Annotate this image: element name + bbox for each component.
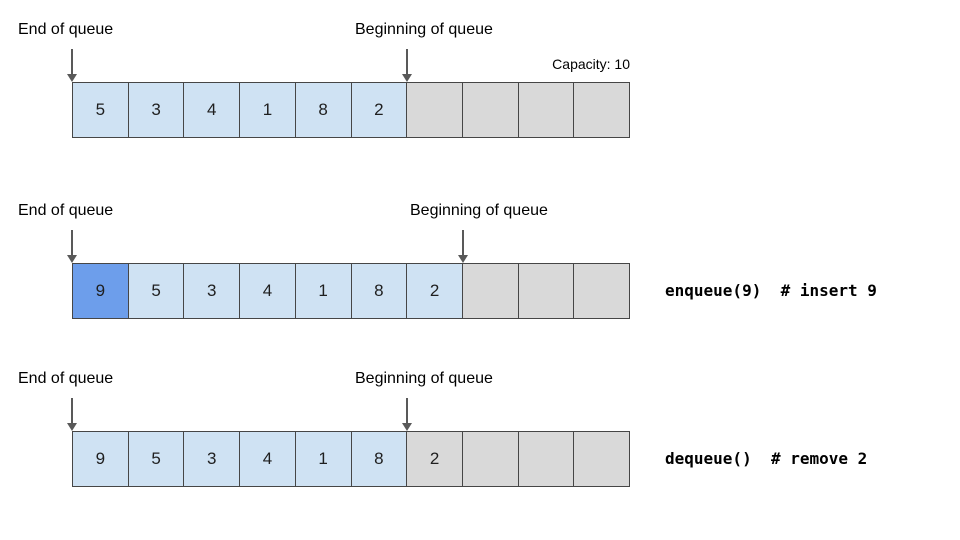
queue-cell (461, 431, 519, 487)
queue-cell: 9 (72, 263, 129, 319)
begin-arrow-icon (458, 230, 468, 263)
dequeue-code-label: dequeue() # remove 2 (665, 449, 868, 468)
queue-state-after-dequeue: End of queue Beginning of queue 9 5 3 4 … (0, 349, 960, 519)
end-arrow-icon (67, 398, 77, 431)
queue-cell (517, 82, 575, 138)
beginning-of-queue-label: Beginning of queue (355, 21, 493, 38)
begin-arrow-icon (402, 49, 412, 82)
queue-state-initial: End of queue Beginning of queue Capacity… (0, 0, 960, 170)
end-of-queue-label: End of queue (18, 370, 114, 387)
end-arrow-icon (67, 49, 77, 82)
queue-cell: 9 (72, 431, 129, 487)
queue-cell: 2 (406, 263, 463, 319)
queue-cell: 1 (294, 431, 352, 487)
beginning-of-queue-label: Beginning of queue (355, 370, 493, 387)
end-of-queue-label: End of queue (18, 21, 114, 38)
queue-cell: 4 (183, 82, 241, 138)
queue-cell (406, 82, 463, 138)
queue-cell: 8 (294, 82, 352, 138)
queue-cell: 1 (294, 263, 352, 319)
queue-array: 9 5 3 4 1 8 2 (72, 431, 631, 487)
queue-cell (573, 431, 631, 487)
queue-array: 9 5 3 4 1 8 2 (72, 263, 631, 319)
queue-cell: 5 (72, 82, 129, 138)
end-arrow-icon (67, 230, 77, 263)
queue-cell: 5 (127, 263, 185, 319)
queue-cell: 5 (127, 431, 185, 487)
queue-cell: 3 (183, 263, 241, 319)
beginning-of-queue-label: Beginning of queue (410, 202, 548, 219)
queue-cell: 3 (127, 82, 185, 138)
capacity-label: Capacity: 10 (552, 56, 630, 72)
queue-cell: 3 (183, 431, 241, 487)
queue-state-after-enqueue: End of queue Beginning of queue 9 5 3 4 … (0, 181, 960, 351)
queue-cell: 2 (350, 82, 408, 138)
begin-arrow-icon (402, 398, 412, 431)
end-of-queue-label: End of queue (18, 202, 114, 219)
queue-cell: 4 (239, 431, 296, 487)
queue-cell: 1 (239, 82, 296, 138)
enqueue-code-label: enqueue(9) # insert 9 (665, 281, 877, 300)
queue-cell (461, 263, 519, 319)
queue-cell: 4 (239, 263, 296, 319)
queue-cell (573, 263, 631, 319)
queue-cell (517, 431, 575, 487)
queue-cell: 8 (350, 263, 408, 319)
queue-cell: 2 (406, 431, 463, 487)
queue-cell: 8 (350, 431, 408, 487)
queue-cell (517, 263, 575, 319)
queue-cell (461, 82, 519, 138)
queue-cell (573, 82, 631, 138)
queue-array: 5 3 4 1 8 2 (72, 82, 631, 138)
